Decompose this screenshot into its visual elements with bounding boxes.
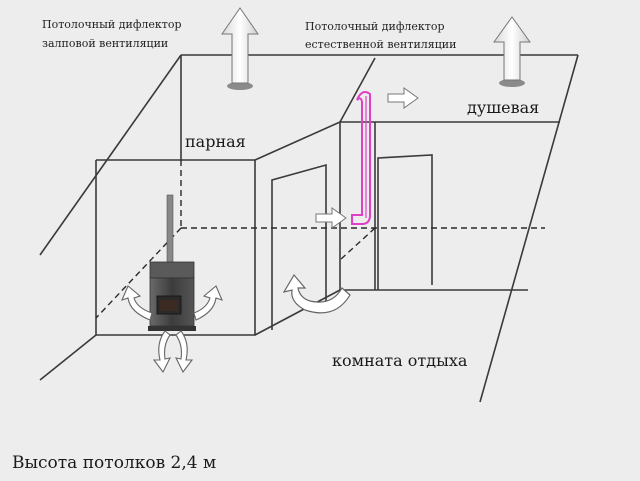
ceiling-deflector-forced-arrow [221, 7, 259, 90]
steam-room-label: парная [185, 132, 246, 151]
ceiling-height-note: Высота потолков 2,4 м [12, 453, 217, 473]
airflow-arrow-door [282, 273, 351, 314]
deflector-forced-label-line2: залповой вентиляции [42, 37, 169, 50]
airflow-arrow-to-shower [387, 87, 419, 109]
deflector-natural-label-line1: Потолочный дифлектор [305, 20, 445, 33]
deflector-natural-label-line2: естественной вентиляции [305, 38, 457, 51]
deflector-forced-label-line1: Потолочный дифлектор [42, 18, 182, 31]
building-outline [39, 54, 579, 403]
sauna-stove [148, 194, 196, 331]
ventilation-duct [351, 91, 371, 225]
airflow-arrow-into-duct [315, 207, 347, 229]
stove-airflow-arrows [121, 285, 223, 374]
shower-room-label: душевая [467, 98, 540, 117]
rest-room-label: комната отдыха [332, 351, 468, 370]
ceiling-deflector-natural-arrow [493, 16, 531, 87]
